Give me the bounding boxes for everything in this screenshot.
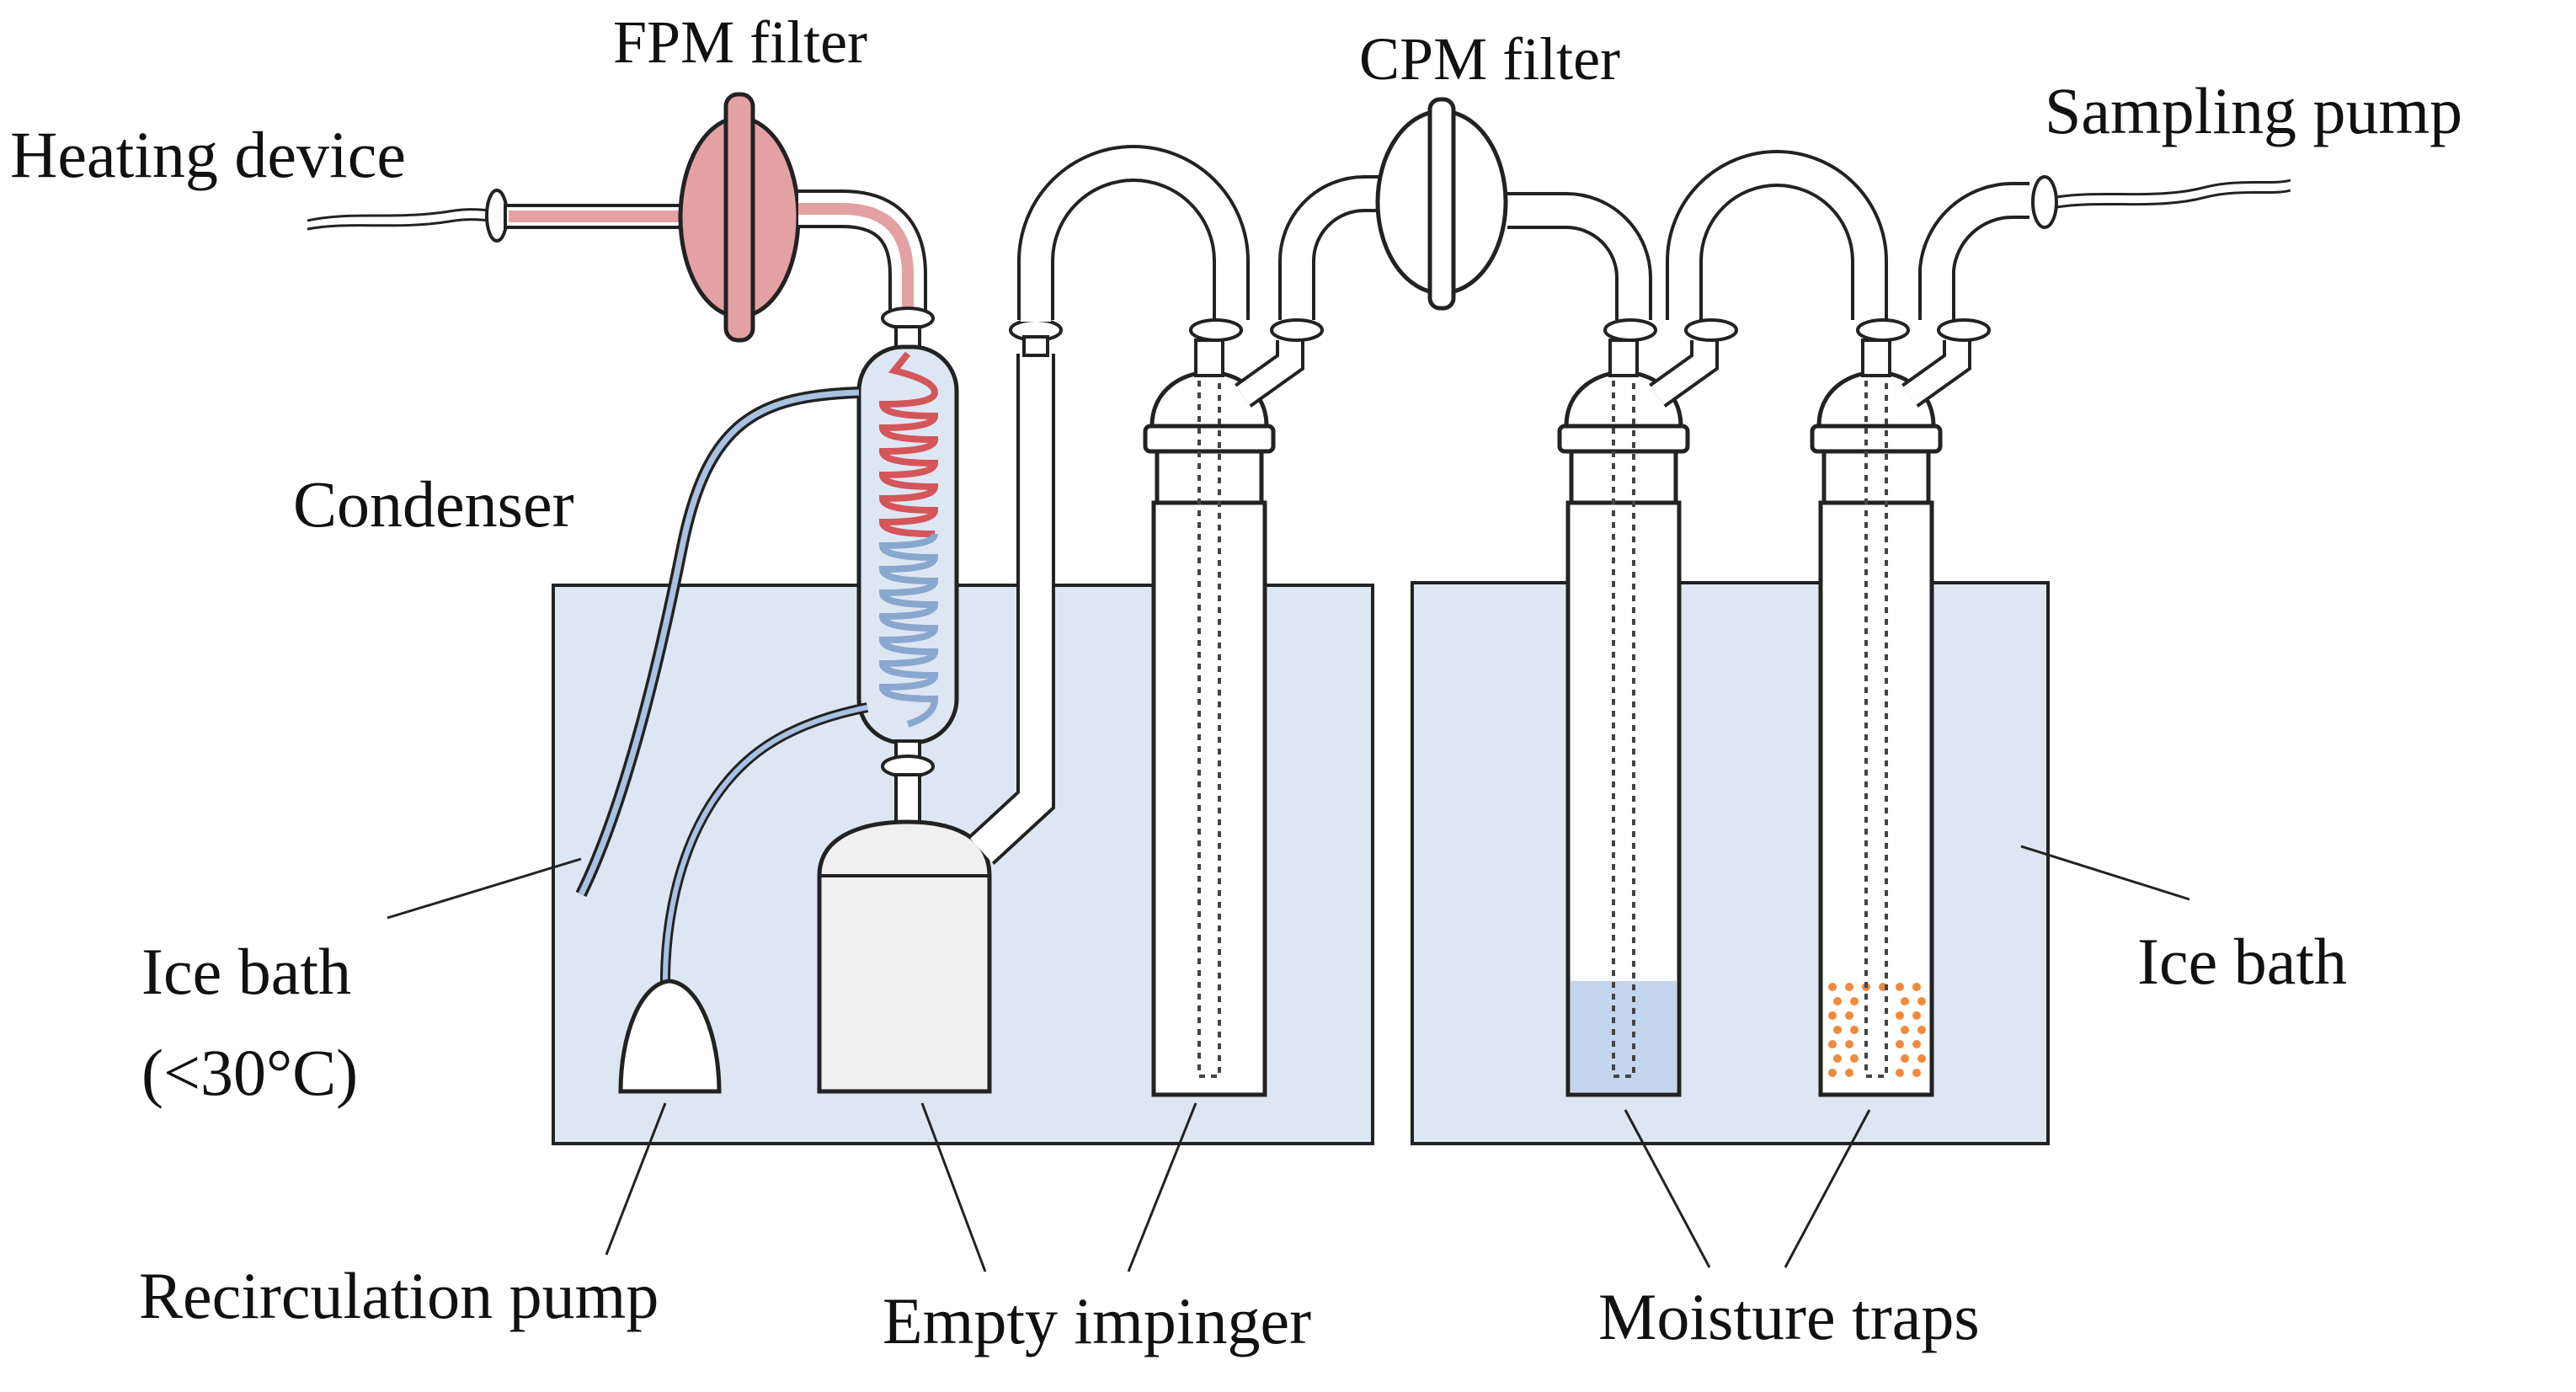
desiccant-bead: [1828, 1069, 1837, 1077]
ice-bath-right-label: Ice bath: [2137, 925, 2347, 998]
heated-line: [509, 211, 687, 222]
desiccant-bead: [1845, 1069, 1853, 1077]
empty-impinger-flask: [817, 318, 1063, 1094]
desiccant-bead: [1845, 1040, 1853, 1048]
condenser: [856, 307, 959, 824]
recirculation-pump: [618, 979, 722, 1094]
desiccant-bead: [1901, 1054, 1909, 1063]
desiccant-bead: [1828, 983, 1837, 991]
heating-device: [307, 189, 692, 243]
desiccant-bead: [1896, 1011, 1904, 1020]
desiccant-bead: [1917, 997, 1926, 1005]
desiccant-bead: [1850, 997, 1859, 1005]
desiccant-bead: [1850, 1026, 1859, 1034]
desiccant-bead: [1828, 1040, 1837, 1048]
recirculation-pump-label: Recirculation pump: [139, 1259, 659, 1332]
heating-device-label: Heating device: [10, 118, 406, 191]
moisture-trap-1: [1557, 318, 1738, 1097]
condenser-coil: [878, 351, 939, 537]
desiccant-bead: [1896, 983, 1904, 991]
sampling-pump-connector: [2031, 175, 2291, 229]
leader-lines: [387, 845, 2190, 1272]
desiccant-bead: [1917, 1026, 1926, 1034]
desiccant-bead: [1896, 1040, 1904, 1048]
water-level: [1571, 981, 1677, 1092]
desiccant-bead: [1912, 1069, 1921, 1077]
desiccant-bead: [1850, 1054, 1859, 1063]
condenser-label: Condenser: [293, 467, 574, 541]
cpm-filter: [1375, 97, 1508, 311]
empty-impinger-label: Empty impinger: [883, 1284, 1311, 1357]
desiccant-bead: [1833, 997, 1842, 1005]
sampling-pump-label: Sampling pump: [2045, 74, 2462, 147]
desiccant-bead: [1828, 1011, 1837, 1020]
desiccant-bead: [1901, 1026, 1909, 1034]
moisture-traps-label: Moisture traps: [1598, 1280, 1980, 1353]
ice-bath-right: [1411, 581, 2050, 1145]
desiccant-bead: [1912, 983, 1921, 991]
desiccant-bead: [1912, 1011, 1921, 1020]
connecting-tubes: [1017, 145, 2031, 322]
moisture-trap-2: [1810, 318, 1991, 1097]
fpm-filter: [678, 92, 927, 343]
ice-bath-left-temp-label: (<30°C): [141, 1036, 358, 1109]
desiccant-bead: [1833, 1026, 1842, 1034]
desiccant-bead: [1845, 983, 1853, 991]
desiccant-bead: [1833, 1054, 1842, 1063]
cpm-filter-label: CPM filter: [1359, 25, 1620, 93]
ice-bath-left-label: Ice bath: [141, 935, 351, 1008]
desiccant-bead: [1896, 1069, 1904, 1077]
fpm-filter-label: FPM filter: [613, 8, 867, 76]
desiccant-bead: [1917, 1054, 1926, 1063]
desiccant-bead: [1845, 1011, 1853, 1020]
desiccant-bead: [1901, 997, 1909, 1005]
empty-impinger: [1143, 318, 1324, 1097]
desiccant-bead: [1912, 1040, 1921, 1048]
